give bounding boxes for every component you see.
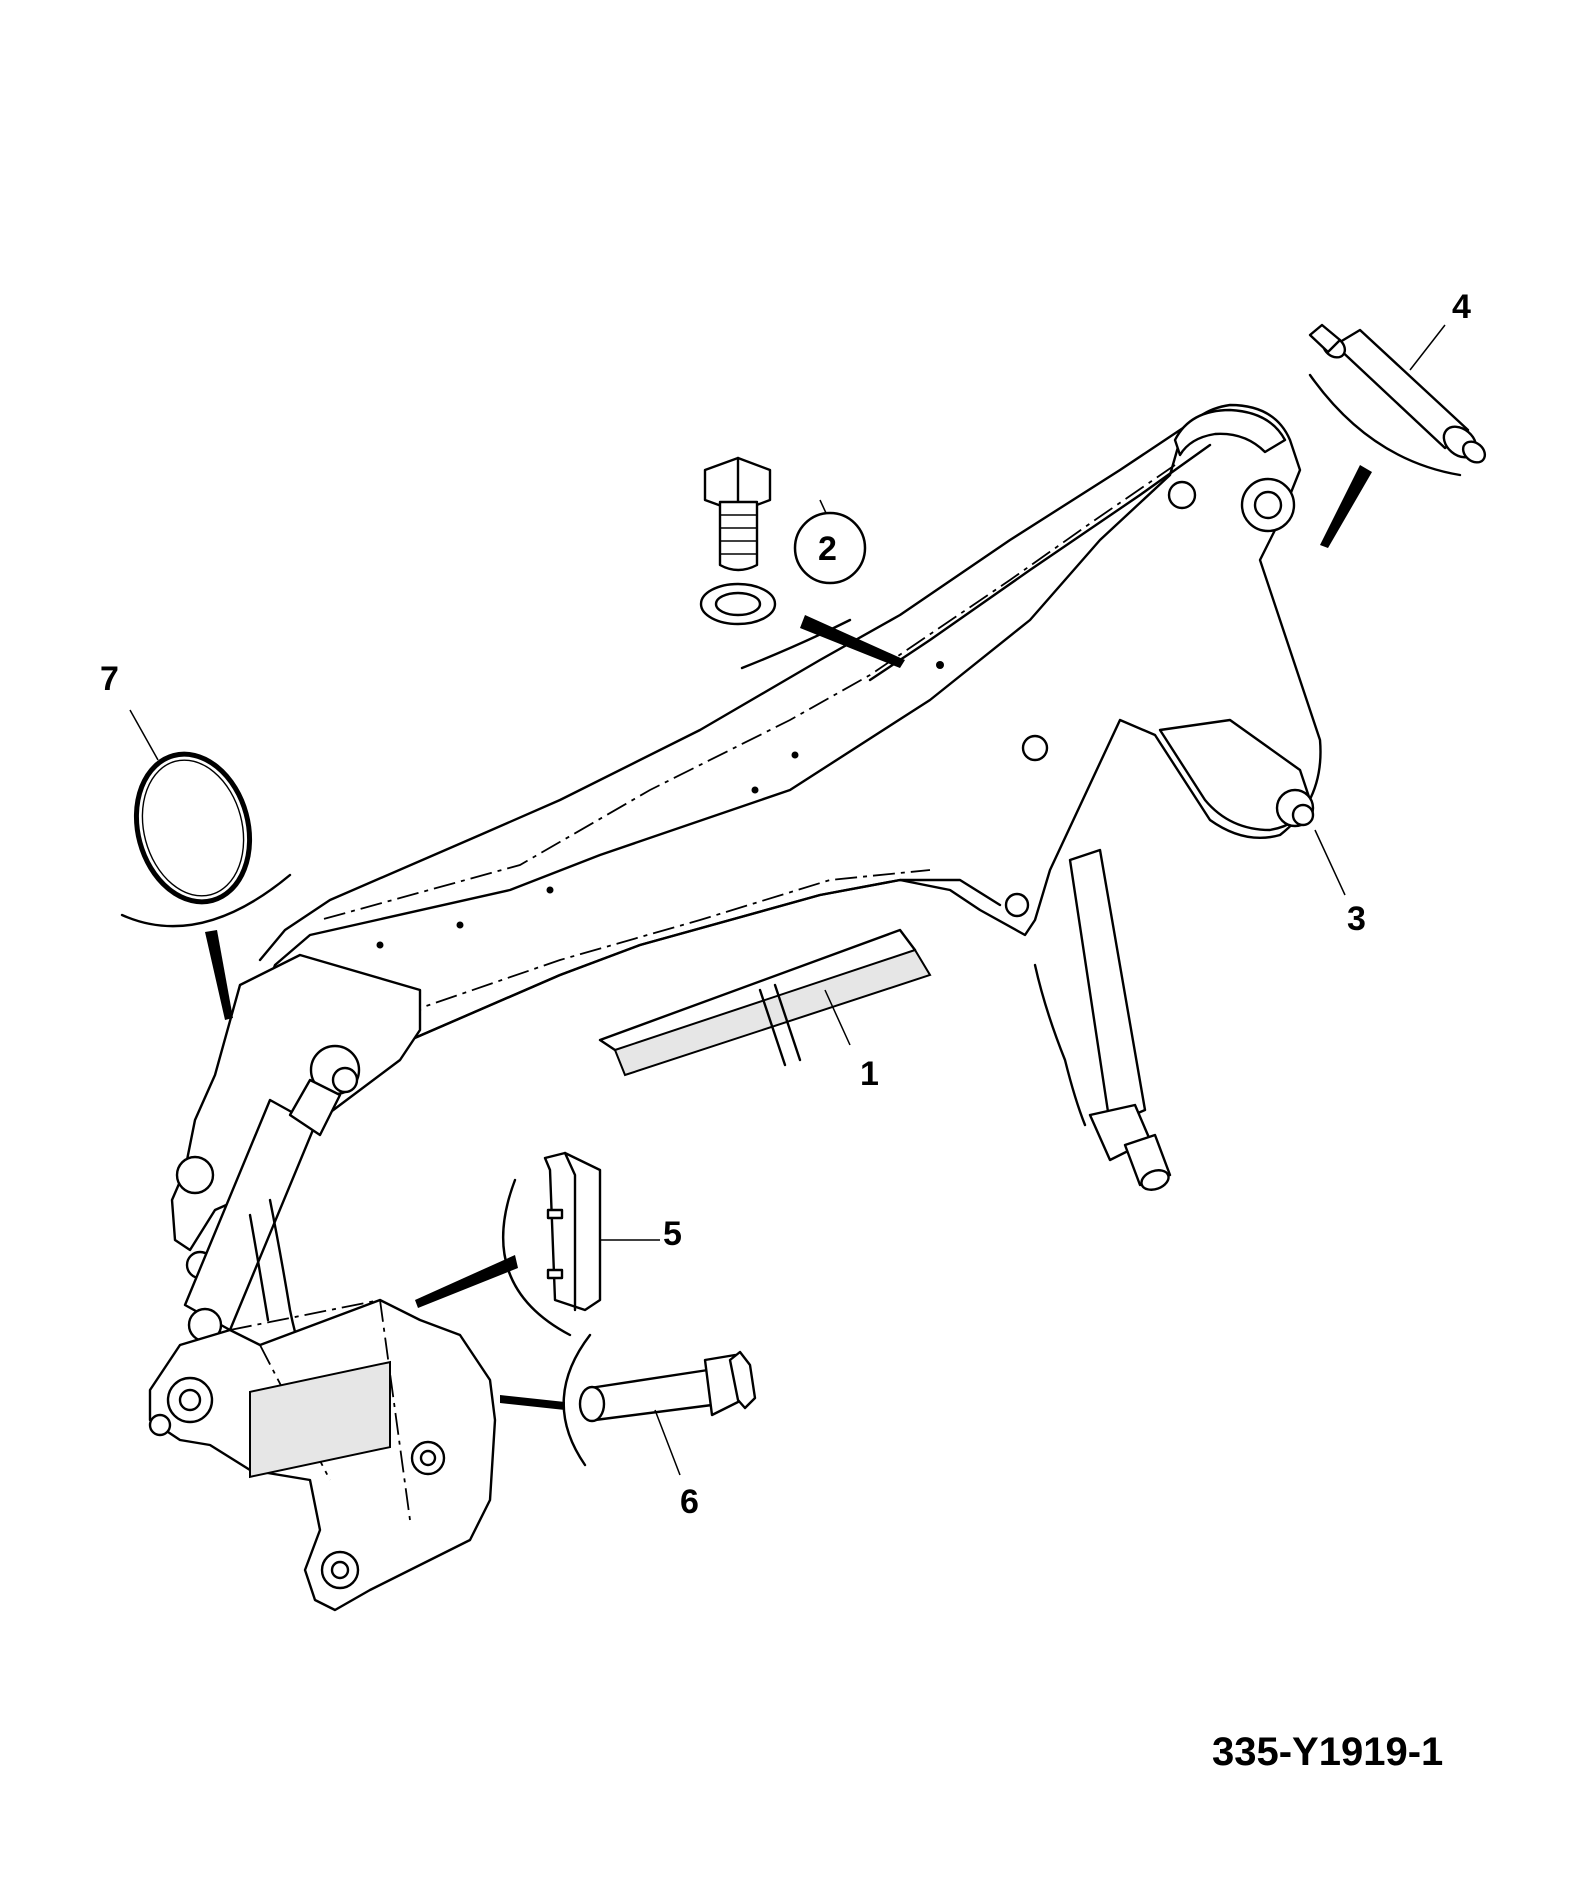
mount-bore: [178, 1388, 202, 1412]
part-7-ring: [120, 709, 292, 1020]
part-2-bolt: [699, 456, 905, 670]
mount-small-hole: [148, 1413, 172, 1437]
pad-5-body: [543, 1151, 602, 1312]
hose-2: [248, 1213, 270, 1322]
callout-3-label: 3: [1347, 900, 1366, 938]
callout-1-leader: [824, 989, 851, 1046]
pin-4-body: [1333, 328, 1470, 450]
callout-5-label: 5: [663, 1215, 682, 1253]
callout-4-leader: [1409, 324, 1446, 371]
head-hole: [1167, 480, 1197, 510]
drawing-number: 335-Y1919-1: [1212, 1730, 1443, 1774]
boom-detail-dot: [376, 941, 384, 949]
boom-detail-dot: [456, 921, 464, 929]
mount-hole-inner: [419, 1449, 437, 1467]
lower-hole: [1004, 892, 1030, 918]
boom-detail-dot: [791, 751, 799, 759]
callout-6-leader: [654, 1409, 681, 1476]
boom-inner-edge: [868, 443, 1212, 682]
boom-wear-strip: [613, 948, 932, 1077]
lift-cylinder-rod: [288, 1078, 342, 1137]
boom-lower-channel: [408, 878, 1002, 1042]
boom-detail-dot: [751, 786, 759, 794]
rear-pivot-pin: [331, 1066, 359, 1094]
pin-4-arrow: [1320, 465, 1372, 548]
callout-6-label: 6: [680, 1483, 699, 1521]
pad-5-stud-lower: [546, 1268, 564, 1280]
boom-wear-strip-edge: [598, 928, 917, 1052]
callout-1-label: 1: [860, 1055, 879, 1093]
callout-2-circle: [793, 511, 867, 585]
boom-top-edge: [258, 418, 1197, 962]
boom-assembly: [148, 403, 1322, 1612]
bolt-2-arc: [740, 618, 852, 670]
callout-2-leader: [819, 499, 827, 514]
callout-3-leader: [1314, 829, 1346, 896]
mount-plate-face: [249, 1360, 391, 1479]
callout-7-label: 7: [100, 660, 119, 698]
callout-2-label: 2: [818, 530, 837, 568]
part-5-pad: [415, 1151, 660, 1337]
pin-6-body: [588, 1368, 714, 1422]
pad-5-stud-upper: [546, 1208, 564, 1220]
bolt-2-thread: [720, 514, 757, 555]
part-4-pin: [1308, 323, 1487, 548]
rear-bracket-hole: [175, 1155, 215, 1195]
pin-4-grease-nipple: [1308, 323, 1342, 354]
pin-6-arrow: [500, 1395, 565, 1410]
ring-7-arc: [120, 873, 292, 928]
bolt-2-shank: [718, 500, 759, 572]
part-6-pin: [500, 1333, 757, 1476]
pin-4-cap: [1461, 440, 1487, 464]
pin-4-arc: [1308, 373, 1462, 477]
tilt-cylinder-pin-end: [1140, 1169, 1170, 1191]
pin-6-arc: [562, 1333, 592, 1467]
pad-5-arrow: [415, 1255, 518, 1308]
strap: [758, 983, 802, 1067]
pad-5-edge: [563, 1151, 577, 1312]
pin-6-end: [578, 1385, 606, 1423]
mount-lower-bore: [330, 1560, 350, 1580]
pin-3-end: [1291, 803, 1315, 827]
washer-2-inner: [714, 591, 762, 617]
boom-detail-dot: [546, 886, 554, 894]
callout-4-label: 4: [1452, 288, 1471, 326]
boom-detail-dot: [936, 661, 944, 669]
head-pivot-bore: [1253, 490, 1283, 520]
ring-7-inner: [141, 759, 245, 897]
head-cap: [1173, 408, 1287, 457]
bolt-2-arrow: [800, 615, 905, 668]
tilt-hose: [1033, 963, 1087, 1127]
boom-flange-line: [319, 464, 1176, 921]
callout-7-leader: [129, 709, 159, 761]
ring-7: [133, 751, 253, 905]
ring-7-arrow: [205, 930, 233, 1020]
tilt-cylinder-barrel: [1068, 848, 1147, 1127]
boom-lower-centreline: [399, 869, 931, 1016]
pin-6-hex: [728, 1350, 757, 1410]
mid-hole: [1021, 734, 1049, 762]
